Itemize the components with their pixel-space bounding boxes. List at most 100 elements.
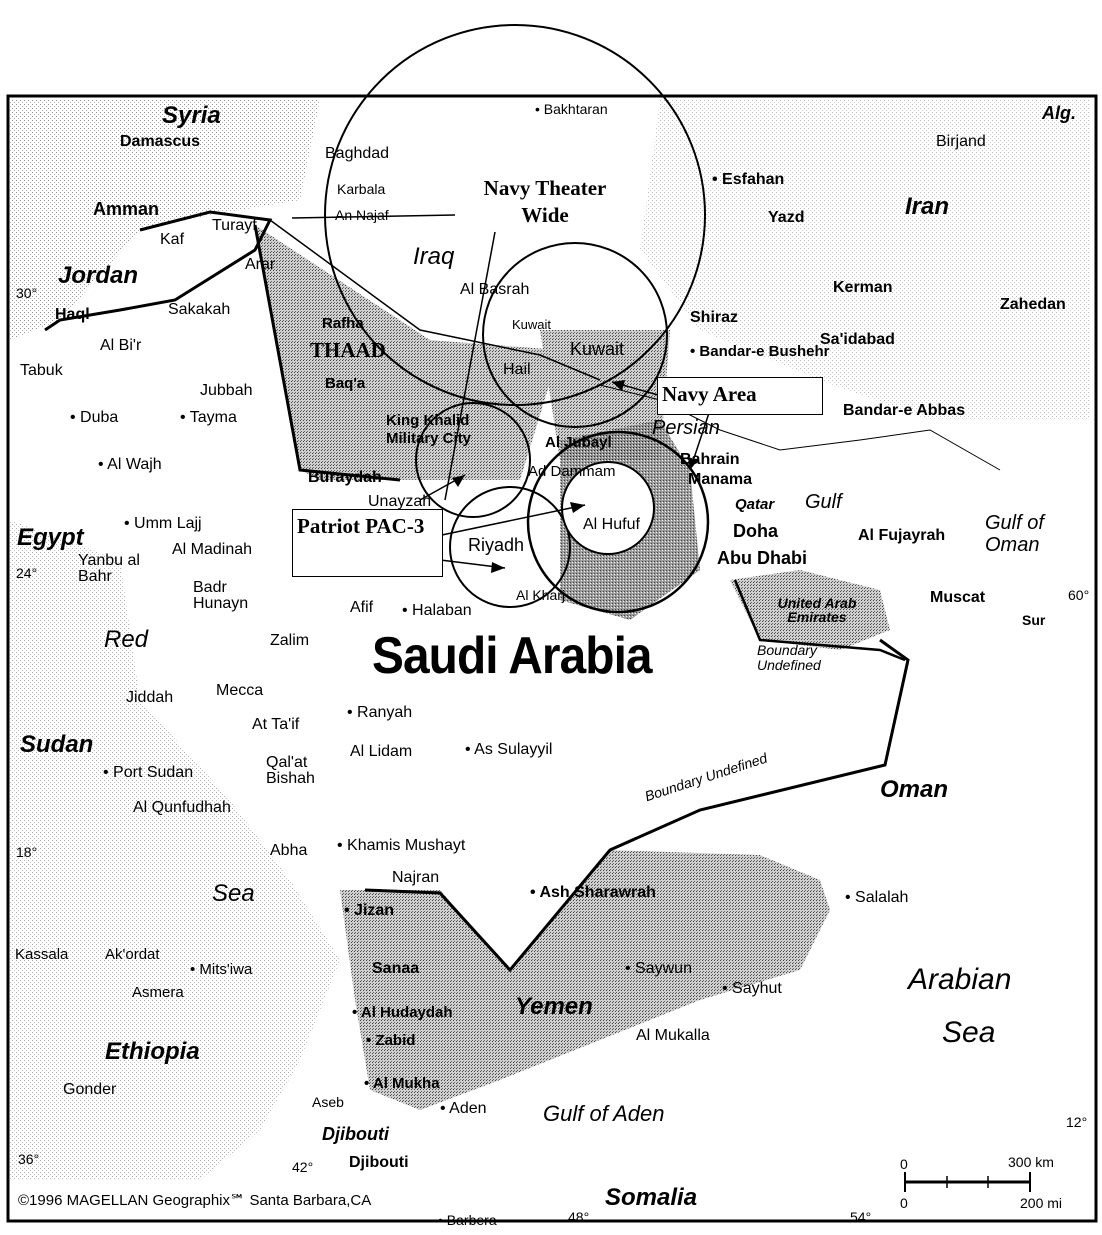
city-sayhut: Sayhut	[722, 981, 782, 997]
label-somalia: Somalia	[605, 1184, 698, 1211]
label-egypt: Egypt	[17, 524, 84, 551]
land-northern-sa	[255, 225, 560, 480]
city-afif: Afif	[350, 599, 374, 616]
city-kuwait: Kuwait	[512, 317, 552, 332]
city-birjand: Birjand	[936, 133, 986, 150]
land-africa	[10, 520, 340, 1180]
label-oman: Oman	[880, 776, 949, 803]
label-uae: United Arab Emirates	[777, 595, 857, 625]
city-rafha: Rafha	[322, 315, 364, 332]
system-navy-area: Navy Area	[657, 377, 823, 415]
arrowhead-patriot-2	[491, 562, 505, 573]
water-red: Red	[104, 626, 149, 653]
city-qatar: Qatar	[735, 496, 775, 513]
city-turayf: Turayf	[212, 217, 257, 234]
city-halaban: Halaban	[402, 603, 472, 619]
label-iran: Iran	[905, 193, 950, 220]
border-uae	[733, 579, 906, 662]
city-altaif: At Ta'if	[252, 716, 300, 733]
city-barbera: Barbera	[438, 1213, 497, 1227]
coord-lat24: 24°	[16, 565, 38, 581]
coord-lat30: 30°	[16, 285, 38, 301]
system-patriot-pac3: Patriot PAC-3	[292, 509, 443, 577]
water-gulf-of-aden: Gulf of Aden	[543, 1101, 665, 1126]
coverage-riyadh	[449, 486, 571, 608]
border-saudi-yemen	[364, 638, 910, 973]
city-allidam: Al Lidam	[350, 743, 413, 760]
city-riyadh: Riyadh	[468, 535, 525, 555]
water-sea: Sea	[212, 880, 255, 907]
city-muscat: Muscat	[930, 589, 986, 606]
city-king-khalid: King Khalid Military City	[386, 412, 472, 447]
city-damascus: Damascus	[120, 133, 201, 150]
city-bandarebushehr: Bandar-e Bushehr	[690, 344, 829, 359]
coverage-eastern-ring	[526, 430, 710, 614]
coverage-kkmc	[415, 402, 531, 518]
city-albasrah: Al Basrah	[460, 281, 530, 298]
city-doha: Doha	[733, 521, 778, 541]
coord-lon60: 60°	[1068, 587, 1090, 603]
city-akordat: Ak'ordat	[105, 946, 160, 963]
city-zahedan: Zahedan	[1000, 296, 1066, 313]
city-aden: Aden	[440, 1101, 486, 1117]
city-jubbah: Jubbah	[200, 382, 253, 399]
city-tabuk: Tabuk	[20, 362, 63, 379]
coverage-eastern-core	[561, 461, 655, 555]
city-ummlajj: Umm Lajj	[124, 516, 202, 532]
label-ethiopia: Ethiopia	[105, 1038, 200, 1065]
water-gulf: Gulf	[805, 491, 842, 513]
pointer-navy-tw-left	[291, 214, 456, 219]
city-kassala: Kassala	[15, 946, 69, 963]
city-alhudaydah: Al Hudaydah	[352, 1005, 453, 1020]
city-abudhabi: Abu Dhabi	[717, 548, 807, 568]
city-arar: Arar	[245, 256, 276, 273]
coverage-navy-area	[482, 242, 668, 428]
city-saywun: Saywun	[625, 961, 692, 977]
note-boundary-undefined-uae: Boundary Undefined	[757, 642, 821, 673]
label-iraq: Iraq	[413, 243, 455, 270]
city-tayma: Tayma	[180, 410, 237, 426]
city-qalat: Qal'at Bishah	[266, 754, 315, 787]
city-zalim: Zalim	[270, 632, 310, 649]
border-iraq	[269, 219, 601, 381]
water-persian: Persian	[652, 417, 720, 439]
city-haql: Haql	[55, 306, 90, 323]
city-baghdad: Baghdad	[325, 145, 390, 162]
scale-mi-label: 200 mi	[1020, 1195, 1063, 1211]
city-amman: Amman	[93, 199, 160, 219]
scale-km-zero: 0	[900, 1156, 908, 1172]
city-alkharj: Al Kharj	[516, 587, 566, 603]
city-annajaf: An Najaf	[335, 207, 389, 223]
water-gulf-of-oman: Gulf of Oman	[985, 512, 1044, 556]
city-kuwait-city: Kuwait	[570, 339, 625, 359]
label-jordan: Jordan	[58, 262, 139, 289]
label-sudan: Sudan	[20, 731, 94, 758]
city-najran: Najran	[392, 869, 440, 886]
scale-mi-zero: 0	[900, 1195, 908, 1211]
city-djibouti: Djibouti	[349, 1154, 409, 1171]
city-manama: Manama	[688, 471, 753, 488]
water-arabian: Arabian	[908, 963, 1012, 996]
arrowhead-navy-area-1	[612, 380, 625, 391]
city-yazd: Yazd	[768, 209, 805, 226]
city-almukha: Al Mukha	[364, 1076, 440, 1091]
label-syria: Syria	[162, 102, 221, 129]
label-alg: Alg.	[1042, 103, 1076, 123]
city-khamis: Khamis Mushayt	[337, 838, 465, 854]
city-kerman: Kerman	[833, 279, 893, 296]
city-jiddah: Jiddah	[126, 689, 174, 706]
label-saudi-arabia: Saudi Arabia	[372, 627, 653, 685]
coord-lon54: 54°	[850, 1209, 872, 1225]
land-levant	[10, 100, 320, 340]
city-mecca: Mecca	[216, 682, 264, 699]
city-alqunfudhah: Al Qunfudhah	[133, 799, 231, 816]
city-sakakah: Sakakah	[168, 301, 231, 318]
city-almukalla: Al Mukalla	[636, 1027, 710, 1044]
water-arabian-sea: Sea	[942, 1016, 996, 1049]
coord-lon42: 42°	[292, 1159, 314, 1175]
city-kaf: Kaf	[160, 231, 185, 248]
city-portsudan: Port Sudan	[103, 765, 193, 781]
city-jizan: Jizan	[344, 903, 394, 919]
pointer-navy-tw-down	[444, 231, 496, 501]
